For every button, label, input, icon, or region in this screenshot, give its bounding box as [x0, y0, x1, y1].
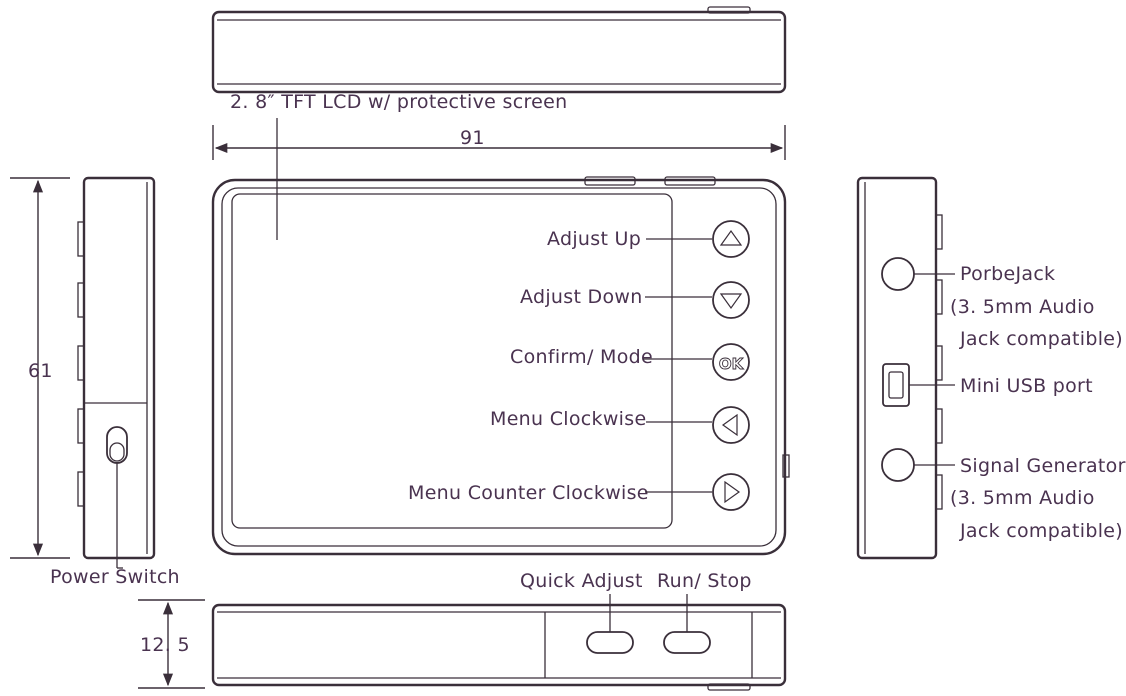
depth-value: 12. 5 [140, 634, 190, 656]
menu-ccw-label: Menu Counter Clockwise [408, 482, 649, 504]
triangle-up-icon [719, 229, 743, 246]
front-view [211, 176, 790, 556]
quick-adjust-label: Quick Adjust [520, 570, 643, 592]
signal-generator-note-1: (3. 5mm Audio [950, 487, 1095, 509]
ok-icon: OK [719, 355, 745, 373]
bottom-view [211, 594, 787, 691]
menu-ccw-button[interactable] [712, 473, 750, 511]
width-dimension: 91 [212, 125, 786, 160]
menu-cw-group: Menu Clockwise [490, 406, 750, 444]
lcd-screen [231, 193, 673, 529]
height-value: 61 [28, 360, 53, 382]
adjust-down-group: Adjust Down [520, 281, 750, 319]
adjust-up-group: Adjust Up [547, 220, 750, 258]
run-stop-label: Run/ Stop [657, 570, 752, 592]
confirm-mode-label: Confirm/ Mode [510, 346, 653, 368]
signal-generator-label: Signal Generator [960, 455, 1126, 477]
power-switch[interactable] [106, 426, 128, 464]
lcd-label: 2. 8″ TFT LCD w/ protective screen [230, 91, 567, 113]
width-value: 91 [460, 127, 485, 149]
probe-jack-label: PorbeJack [960, 263, 1055, 285]
top-view [211, 6, 787, 94]
quick-adjust-button[interactable] [586, 631, 634, 654]
adjust-down-label: Adjust Down [520, 286, 643, 308]
power-switch-label: Power Switch [50, 566, 180, 588]
right-side-view [856, 176, 955, 560]
menu-ccw-group: Menu Counter Clockwise [408, 473, 750, 511]
probe-jack[interactable] [881, 257, 915, 291]
signal-generator-jack[interactable] [881, 448, 915, 482]
menu-cw-label: Menu Clockwise [490, 408, 646, 430]
adjust-up-label: Adjust Up [547, 228, 641, 250]
left-side-view [77, 176, 156, 569]
adjust-up-button[interactable] [712, 220, 750, 258]
triangle-down-icon [719, 293, 743, 310]
probe-jack-note-1: (3. 5mm Audio [950, 296, 1095, 318]
confirm-mode-group: Confirm/ Mode OK [510, 343, 750, 381]
triangle-left-icon [721, 413, 738, 437]
height-dimension: 61 [10, 177, 70, 559]
menu-cw-button[interactable] [712, 406, 750, 444]
mini-usb-label: Mini USB port [960, 375, 1093, 397]
signal-generator-note-2: Jack compatible) [959, 520, 1123, 542]
confirm-mode-button[interactable]: OK [712, 343, 750, 381]
triangle-right-icon [724, 480, 741, 504]
probe-jack-note-2: Jack compatible) [959, 328, 1123, 350]
depth-dimension: 12. 5 [138, 599, 205, 689]
mini-usb-port[interactable] [882, 363, 910, 407]
run-stop-button[interactable] [663, 631, 711, 654]
adjust-down-button[interactable] [712, 281, 750, 319]
